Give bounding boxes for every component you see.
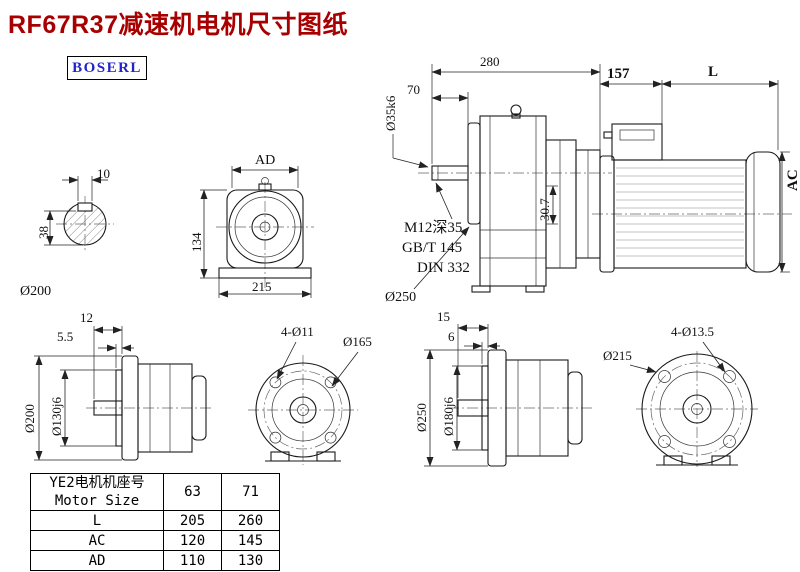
label-o130j6-spigot: Ø130j6: [49, 397, 64, 436]
callout-din-332: DIN 332: [417, 260, 470, 276]
table-row: AD 110 130: [30, 550, 280, 572]
flange-front-view-large: [629, 341, 758, 467]
dim-shaft-flat: 38: [36, 226, 51, 239]
table-cell: 205: [163, 510, 222, 532]
dim-134: 134: [189, 232, 204, 253]
flange-side-view-small: [34, 326, 214, 461]
table-header-en: Motor Size: [54, 493, 140, 510]
label-bolt-holes-o13-5: 4-Ø13.5: [671, 324, 714, 339]
table-row-label: L: [30, 510, 164, 532]
dim-motor-length-l: L: [708, 64, 719, 80]
table-row: AC 120 145: [30, 530, 280, 552]
dim-215: 215: [252, 279, 272, 294]
table-row: L 205 260: [30, 510, 280, 532]
dim-157: 157: [607, 66, 630, 82]
table-header-cell: YE2电机机座号 Motor Size: [30, 472, 164, 512]
table-cell: 110: [163, 550, 222, 572]
dim-280: 280: [480, 54, 500, 69]
dim-5-5: 5.5: [57, 329, 74, 344]
flange-side-view-large: [424, 324, 592, 467]
dim-15: 15: [437, 309, 450, 324]
dim-30-7: 30.7: [537, 198, 552, 221]
brand-logo: BOSERL: [67, 56, 147, 80]
table-cell: 130: [221, 550, 280, 572]
table-cell: 260: [221, 510, 280, 532]
table-row-label: AC: [30, 530, 164, 552]
flange-front-view-small: [248, 341, 359, 465]
callout-tapped-hole: M12深35: [404, 220, 463, 236]
callout-gbt-145: GB/T 145: [402, 240, 463, 256]
label-o180j6-spigot: Ø180j6: [441, 397, 456, 436]
shaft-end-view: [44, 176, 114, 252]
motor-size-table: YE2电机机座号 Motor Size 63 71 L 205 260 AC 1…: [30, 472, 280, 572]
table-size-71: 71: [221, 472, 280, 512]
dim-12: 12: [80, 310, 93, 325]
dim-key-width: 10: [97, 166, 110, 181]
gearbox-front-view: [200, 166, 314, 298]
table-header-row: YE2电机机座号 Motor Size 63 71: [30, 472, 280, 512]
dim-ad: AD: [255, 153, 276, 168]
table-size-63: 63: [163, 472, 222, 512]
table-cell: 120: [163, 530, 222, 552]
drawing-title: RF67R37减速机电机尺寸图纸: [8, 11, 348, 39]
label-shaft-diameter: Ø35k6: [383, 95, 398, 131]
table-header-cn: YE2电机机座号: [49, 475, 145, 491]
assembly-side-view: [392, 64, 792, 293]
label-bolt-circle-o165: Ø165: [343, 334, 372, 349]
label-o200-flange: Ø200: [22, 404, 37, 433]
label-o215: Ø215: [603, 348, 632, 363]
label-bolt-holes-o11: 4-Ø11: [281, 324, 314, 339]
table-row-label: AD: [30, 550, 164, 572]
dim-motor-height-ac: AC: [785, 169, 800, 191]
table-cell: 145: [221, 530, 280, 552]
dim-70: 70: [407, 82, 420, 97]
dim-6: 6: [448, 329, 455, 344]
label-flange-dia-200: Ø200: [20, 284, 52, 299]
label-flange-dia-250: Ø250: [385, 290, 417, 305]
label-o250-flange: Ø250: [414, 403, 429, 432]
